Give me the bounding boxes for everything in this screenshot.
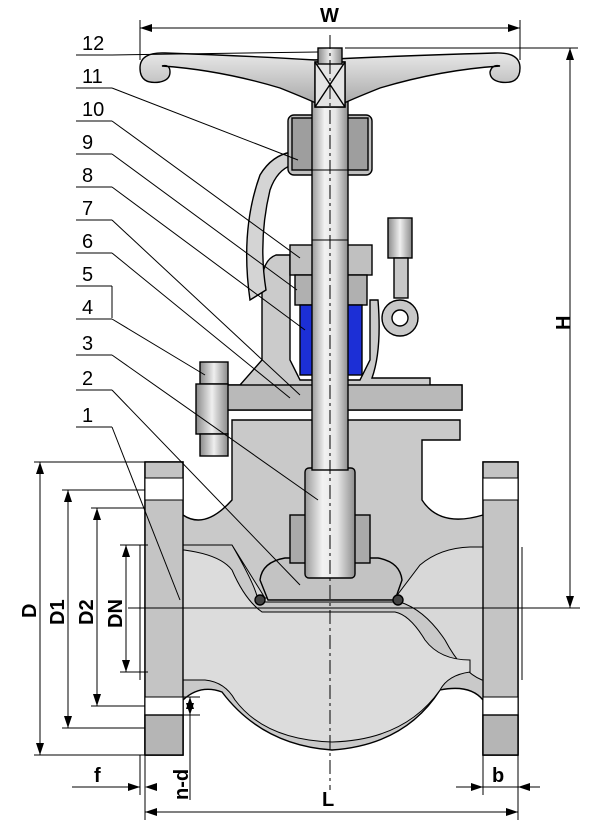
callout-label-7: 7 [82,198,93,220]
left-flange-bolthole-top [144,477,184,501]
dimension-f: f [72,755,157,795]
callout-label-6: 6 [82,231,93,253]
disc [259,557,403,601]
dim-label-D1: D1 [47,599,69,625]
callout-9: 9 [76,132,298,291]
body-flow-lower [147,545,471,743]
body-bore [148,544,516,681]
callout-label-11: 11 [82,66,103,88]
callout-label-4: 4 [82,297,93,319]
dim-label-b: b [492,765,504,787]
dimension-D: D [19,461,145,756]
left-flange-foot [144,714,184,756]
dim-label-W: W [320,5,339,27]
callout-label-3: 3 [82,333,93,355]
callout-10: 10 [76,99,301,259]
callout-4: 4 [76,297,206,376]
callout-7: 7 [76,198,301,396]
dimension-D1: D1 [47,489,145,729]
callout-3: 3 [76,333,319,501]
left-flange-bolthole-bottom [144,696,184,716]
callout-label-1: 1 [82,405,93,427]
bolt-nut-bottom [199,433,229,457]
handwheel-nut [314,61,346,108]
callout-1: 1 [76,405,181,601]
callout-12: 12 [76,33,319,56]
dim-label-H: H [553,316,575,330]
dimension-b: b [456,755,540,795]
callout-11: 11 [76,66,299,161]
callout-label-8: 8 [82,165,93,187]
eyebolt-pin [391,309,409,327]
callout-label-10: 10 [82,99,104,121]
eyebolt-nut [387,217,413,259]
eyebolt-shank [393,257,409,299]
dimension-H: H [345,47,578,609]
callout-label-5: 5 [82,264,93,286]
dimension-D2: D2 [76,507,145,707]
dim-label-L: L [322,789,334,811]
dim-label-D2: D2 [76,599,98,625]
gland-eyebolt [381,217,419,337]
dim-label-D: D [19,604,41,618]
bolt-shank [195,383,229,435]
seat-ring-left [254,594,266,606]
callout-2: 2 [76,368,301,586]
right-flange-foot [482,714,519,756]
dim-label-f: f [94,765,101,787]
dimension-nd: n-d [171,696,200,800]
callout-label-2: 2 [82,368,93,390]
callout-5: 5 [76,264,113,318]
body-bonnet-bolt [195,361,229,457]
callout-6: 6 [76,231,291,399]
dim-label-DN: DN [105,599,127,628]
callout-8: 8 [76,165,306,331]
callout-label-12: 12 [82,33,104,55]
right-flange-bolthole-bottom [482,696,519,716]
callout-label-9: 9 [82,132,93,154]
dim-label-nd: n-d [171,769,193,800]
bolt-nut-top [199,361,229,385]
dimension-DN: DN [105,544,148,673]
seat-ring-right [392,594,404,606]
dimension-W: W [139,5,521,60]
right-flange-bolthole-top [482,477,519,501]
